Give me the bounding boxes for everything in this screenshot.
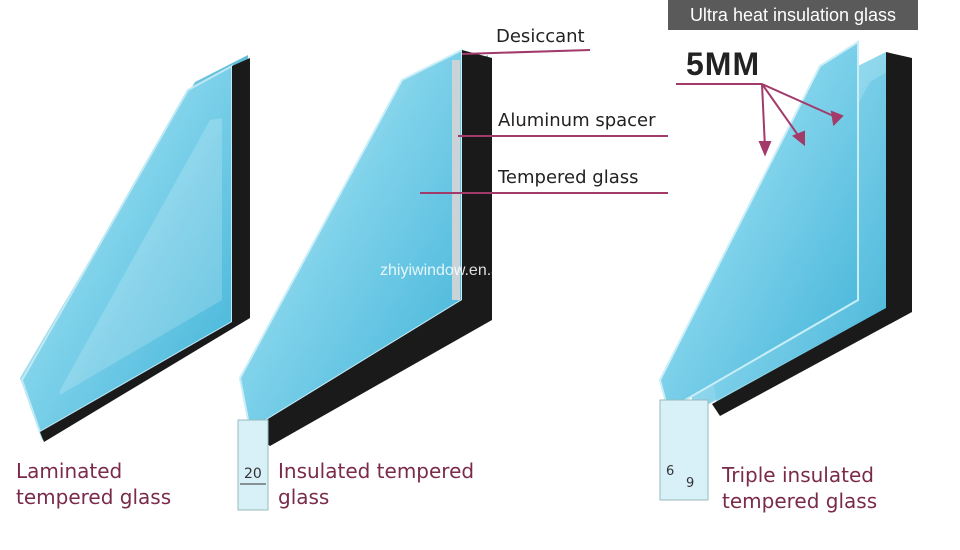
panel-insulated-caption: Insulated tempered glass: [278, 458, 474, 510]
panel-triple-gap1-label: 6: [666, 464, 674, 479]
arrow-pane-3: [761, 83, 839, 119]
panel-insulated-frame: [250, 50, 492, 446]
panel-laminated-caption-line1: Laminated: [16, 459, 123, 483]
panel-insulated: 20: [237, 48, 492, 511]
panel-insulated-caption-line1: Insulated tempered: [278, 459, 475, 483]
panel-insulated-section: [237, 419, 269, 511]
panel-laminated: [20, 55, 250, 442]
callout-tempered: Tempered glass: [498, 167, 639, 188]
panel-laminated-caption: Laminated tempered glass: [16, 458, 171, 510]
title-banner: Ultra heat insulation glass: [668, 0, 918, 30]
panel-triple-gap2-label: 9: [686, 476, 694, 491]
panel-insulated-spacer: [452, 60, 460, 300]
panel-triple: 6 9: [658, 40, 912, 501]
panel-insulated-gap-label: 20: [244, 466, 262, 482]
arrows-5mm: [758, 83, 844, 157]
panel-triple-caption: Triple insulated tempered glass: [722, 462, 877, 514]
panel-laminated-frame: [40, 58, 250, 442]
arrow-pane-2: [761, 83, 801, 139]
panel-laminated-inner-face: [60, 118, 222, 395]
panel-triple-caption-line1: Triple insulated: [722, 463, 874, 487]
arrowhead-pane-3: [830, 110, 844, 127]
panel-triple-frame: [712, 52, 912, 416]
panel-triple-caption-line2: tempered glass: [722, 489, 878, 513]
callout-spacer: Aluminum spacer: [498, 110, 656, 131]
panel-triple-section: [659, 399, 709, 501]
watermark: zhiyiwindow.en.alibaba.com: [380, 262, 578, 279]
arrowhead-pane-1: [758, 141, 772, 157]
arrowhead-pane-2: [792, 130, 805, 147]
panel-laminated-caption-line2: tempered glass: [16, 485, 172, 509]
leader-desiccant: [461, 49, 591, 55]
panel-insulated-caption-line2: glass: [278, 485, 330, 509]
callout-desiccant: Desiccant: [496, 26, 585, 47]
thickness-label: 5MM: [686, 46, 761, 82]
arrow-pane-1: [761, 83, 766, 149]
